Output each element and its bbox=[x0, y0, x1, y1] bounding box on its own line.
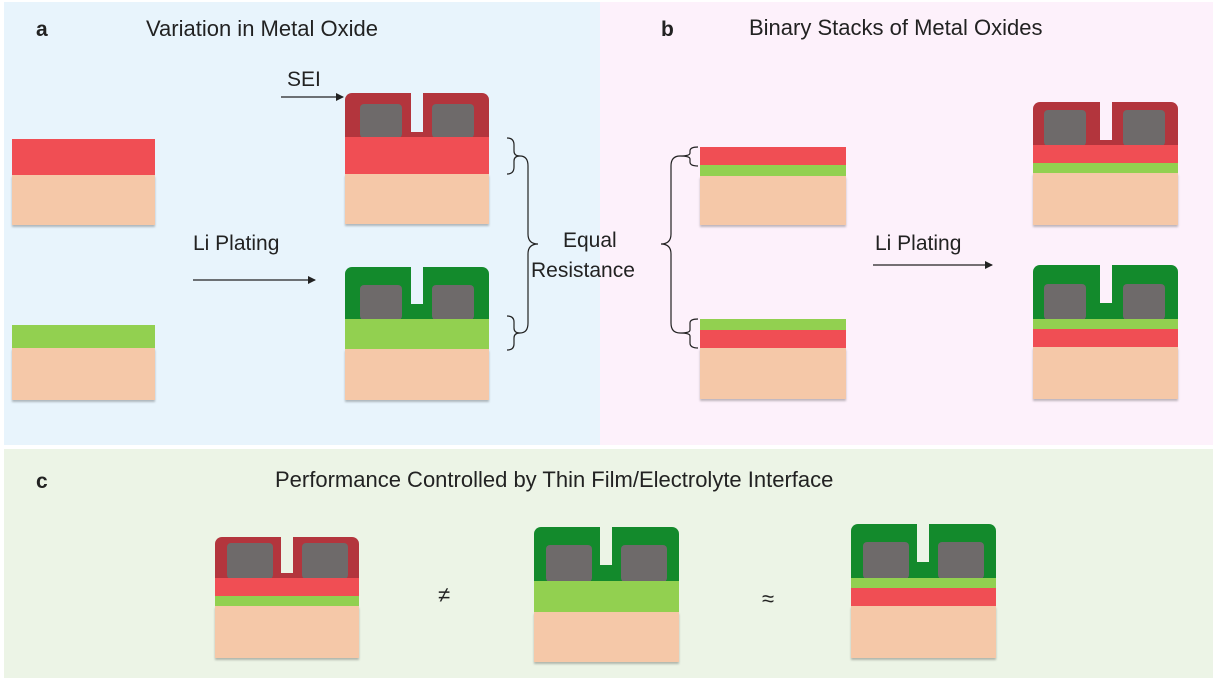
cell-c1-grain-r bbox=[302, 543, 348, 579]
approx-equal-symbol: ≈ bbox=[762, 586, 775, 611]
cell-c3-green bbox=[851, 578, 996, 588]
substrate-a2 bbox=[12, 348, 155, 400]
cell-b1-grain-r bbox=[1123, 110, 1165, 146]
cell-c1-substrate bbox=[215, 606, 359, 658]
film-red-a bbox=[12, 139, 155, 175]
stack-b1-green bbox=[700, 165, 846, 176]
cell-b2-notch bbox=[1100, 265, 1112, 303]
stack-b2-red bbox=[700, 330, 846, 348]
cell-b2-substrate bbox=[1033, 347, 1178, 399]
panel-a-letter: a bbox=[36, 18, 48, 41]
cell-a1-notch bbox=[411, 93, 423, 132]
bracket-stack-bottom bbox=[679, 318, 699, 349]
cell-c2-substrate bbox=[534, 612, 679, 662]
cell-b1-grain-l bbox=[1044, 110, 1086, 146]
cell-a2-substrate bbox=[345, 349, 489, 400]
cell-a2-oxide bbox=[345, 319, 489, 350]
cell-c1-green bbox=[215, 596, 359, 606]
cell-b1-substrate bbox=[1033, 173, 1178, 225]
li-plating-label-b: Li Plating bbox=[875, 232, 962, 255]
not-equal-symbol: ≠ bbox=[438, 582, 451, 607]
cell-c3-notch bbox=[917, 524, 929, 562]
cell-b1-green bbox=[1033, 163, 1178, 173]
cell-a1-oxide bbox=[345, 137, 489, 174]
cell-b2-red bbox=[1033, 329, 1178, 347]
cell-c2-grain-l bbox=[546, 545, 592, 582]
cell-c2-grain-r bbox=[621, 545, 667, 582]
bracket-green-layer bbox=[506, 315, 521, 351]
cell-a1-grain-r bbox=[432, 104, 474, 138]
stack-b2-green bbox=[700, 319, 846, 330]
cell-c2-notch bbox=[600, 527, 612, 565]
cell-a1-grain-l bbox=[360, 104, 402, 138]
panel-a-title: Variation in Metal Oxide bbox=[146, 16, 378, 41]
panel-c-letter: c bbox=[36, 470, 48, 493]
equal-resistance-brace-right bbox=[660, 155, 681, 334]
panel-b-title: Binary Stacks of Metal Oxides bbox=[749, 15, 1043, 40]
cell-c3-grain-l bbox=[863, 542, 909, 579]
panel-b-letter: b bbox=[661, 18, 674, 41]
cell-c3-red bbox=[851, 588, 996, 606]
cell-c2-green bbox=[534, 581, 679, 612]
li-plating-label-a: Li Plating bbox=[193, 232, 280, 255]
cell-b2-green bbox=[1033, 319, 1178, 329]
stack-b1-substrate bbox=[700, 176, 846, 225]
cell-c3-grain-r bbox=[938, 542, 984, 579]
cell-c1-notch bbox=[281, 537, 293, 573]
cell-a2-notch bbox=[411, 267, 423, 304]
cell-c3-substrate bbox=[851, 606, 996, 658]
stack-b2-substrate bbox=[700, 348, 846, 399]
bracket-stack-top bbox=[679, 146, 699, 167]
bracket-red-layer bbox=[506, 137, 521, 175]
cell-b1-notch bbox=[1100, 102, 1112, 140]
cell-c1-grain-l bbox=[227, 543, 273, 579]
equal-label: Equal bbox=[563, 229, 617, 252]
equal-resistance-brace-left bbox=[519, 155, 539, 334]
cell-b2-grain-r bbox=[1123, 284, 1165, 320]
cell-b1-red bbox=[1033, 145, 1178, 163]
panel-c-title: Performance Controlled by Thin Film/Elec… bbox=[275, 467, 834, 492]
sei-label: SEI bbox=[287, 68, 321, 91]
stack-b1-red bbox=[700, 147, 846, 165]
cell-b2-grain-l bbox=[1044, 284, 1086, 320]
substrate-a1 bbox=[12, 175, 155, 225]
cell-c1-red bbox=[215, 578, 359, 596]
film-green-a bbox=[12, 325, 155, 348]
resistance-label: Resistance bbox=[531, 259, 635, 282]
cell-a2-grain-r bbox=[432, 285, 474, 320]
cell-a1-substrate bbox=[345, 174, 489, 224]
cell-a2-grain-l bbox=[360, 285, 402, 320]
